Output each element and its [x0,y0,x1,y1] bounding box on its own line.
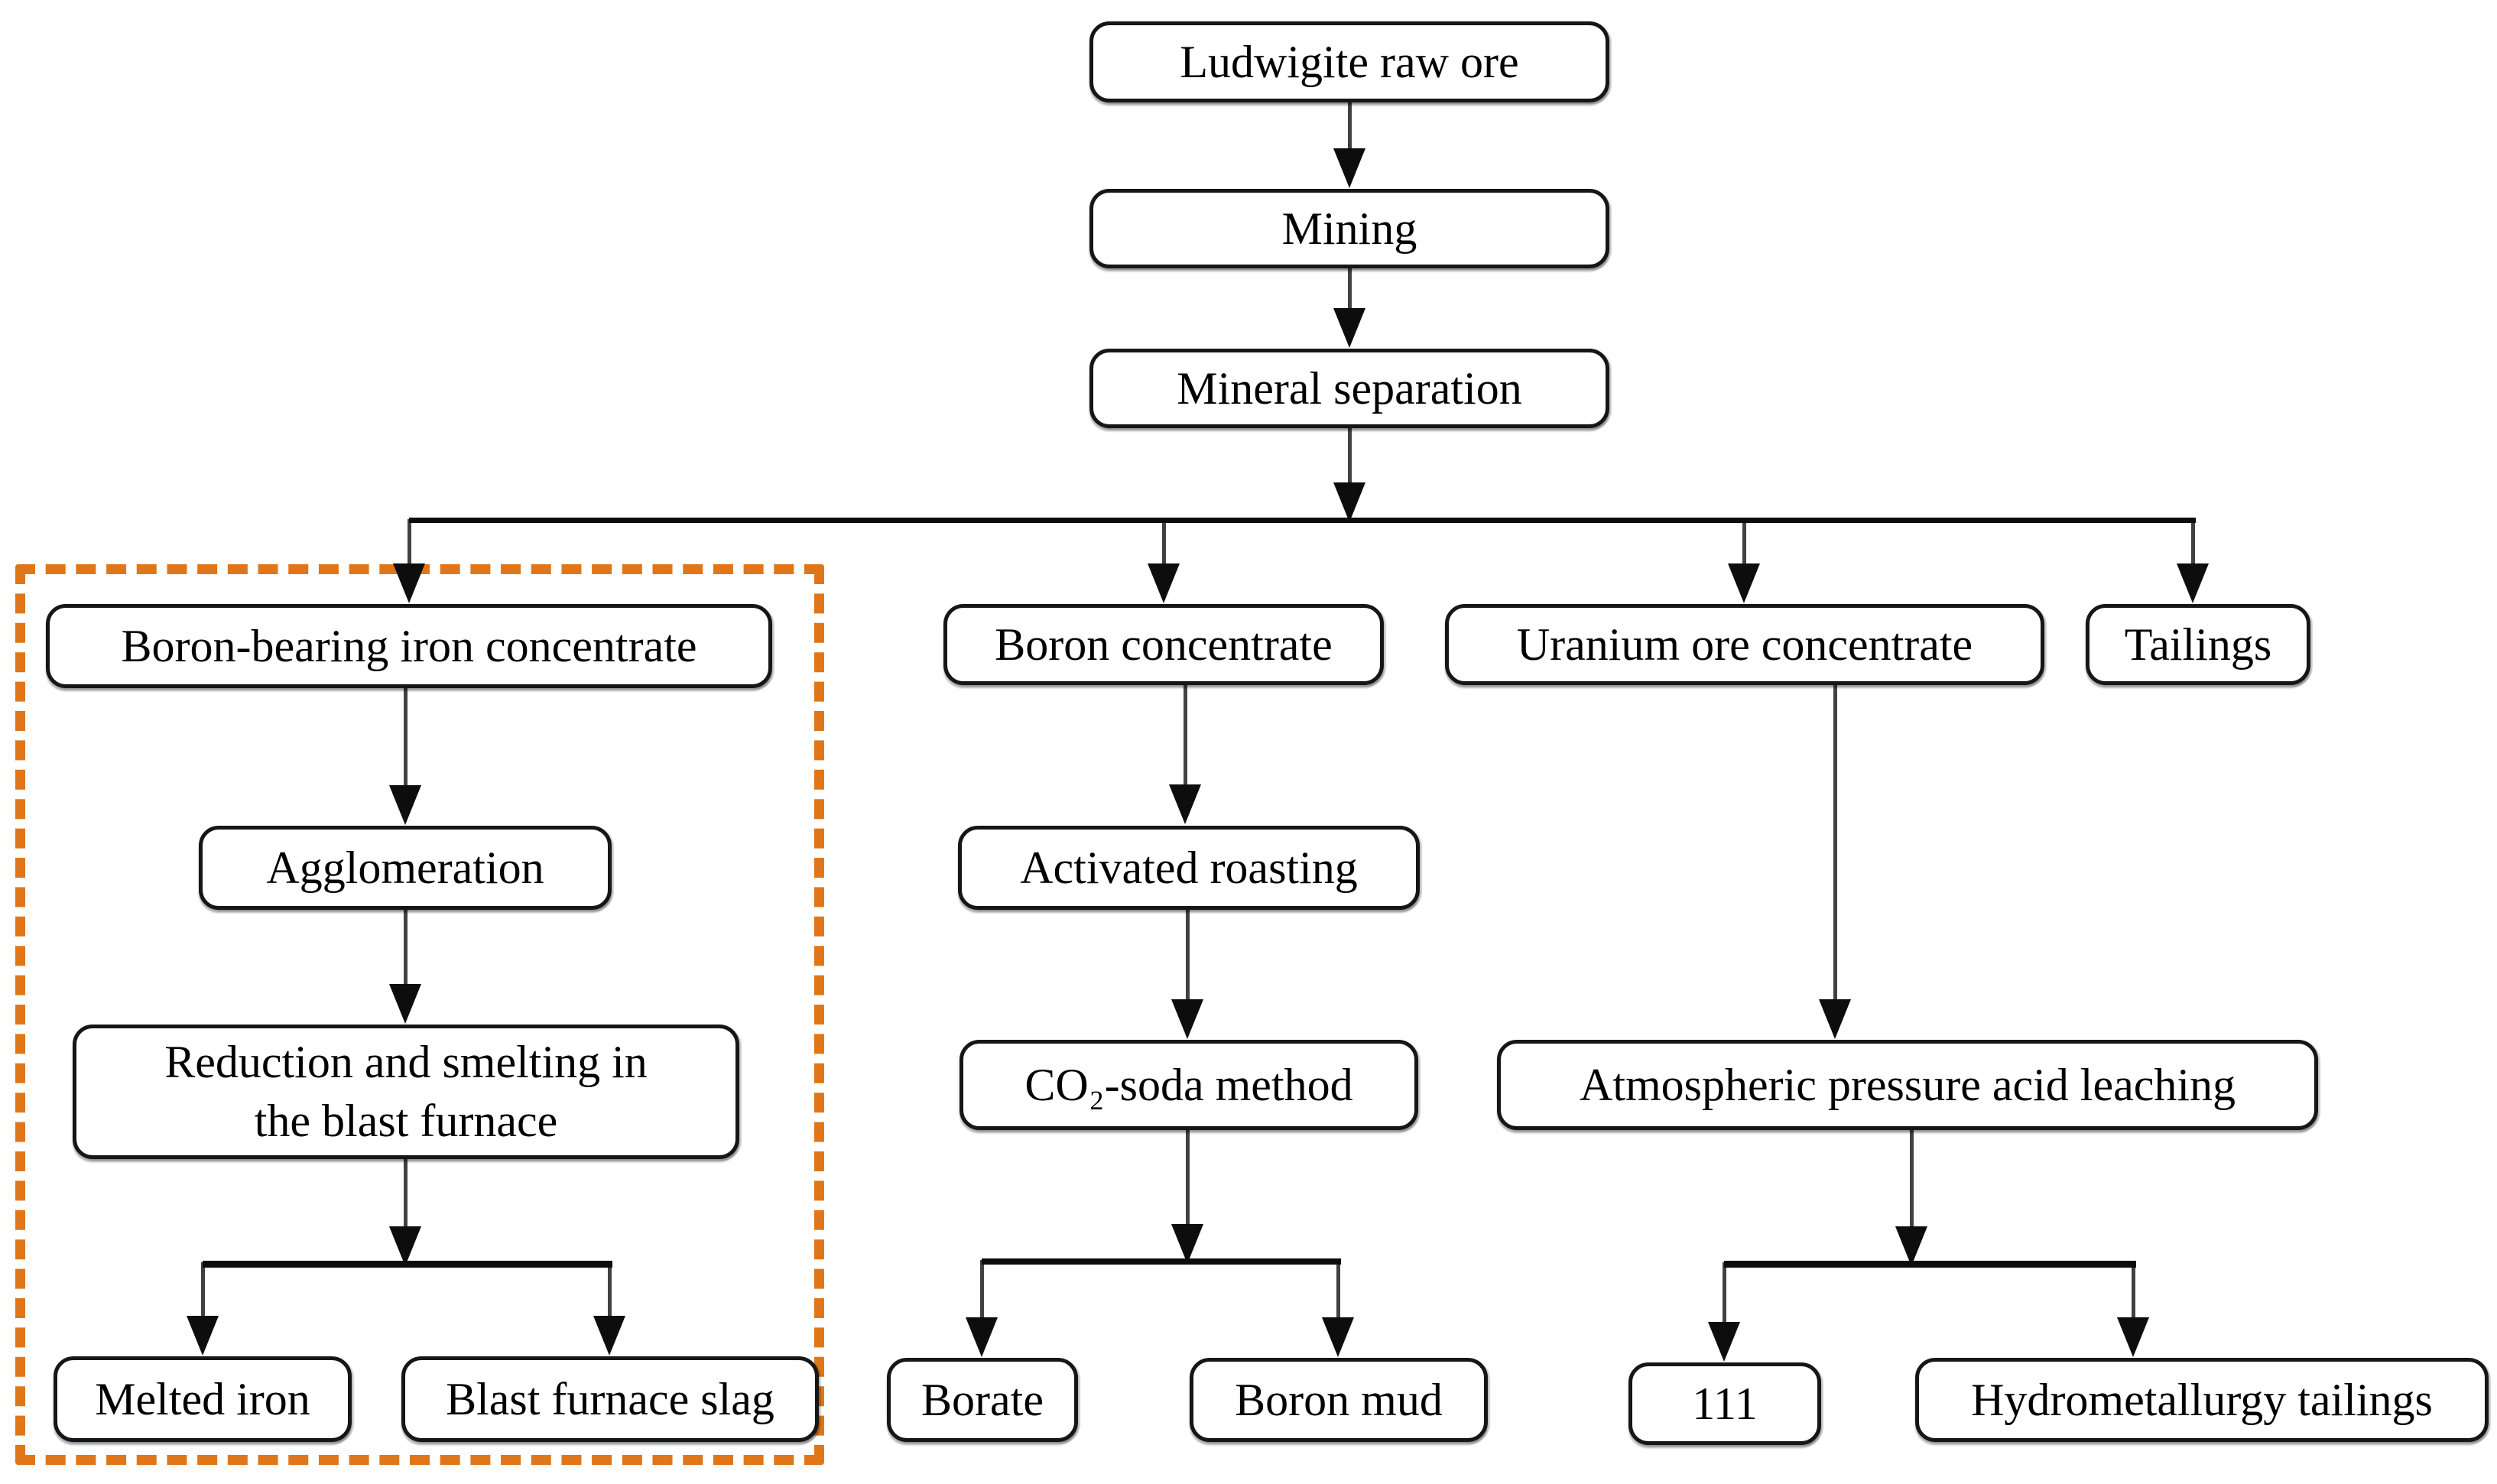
edge-line [404,1159,408,1236]
node-co2-soda-method: CO₂-soda method [960,1040,1418,1130]
node-ludwigite-raw-ore: Ludwigite raw ore [1089,21,1609,102]
arrowhead-down-icon [1171,1224,1203,1264]
edge-line [1723,1262,1726,1333]
edge-line [980,1260,984,1329]
edge-line [408,519,411,573]
arrowhead-down-icon [1728,563,1760,603]
arrowhead-down-icon [1895,1226,1927,1266]
arrowhead-down-icon [966,1317,998,1357]
edge-line [409,518,2196,523]
node-boron-bearing-iron-concentrate: Boron-bearing iron concentrate [46,604,772,688]
arrowhead-down-icon [187,1316,219,1356]
arrowhead-down-icon [389,1226,421,1266]
edge-line [982,1258,1341,1265]
arrowhead-down-icon [2117,1317,2149,1357]
edge-line [2191,519,2195,573]
node-boron-concentrate: Boron concentrate [943,604,1384,685]
node-reduction-smelting-blast-furnace: Reduction and smelting in the blast furn… [73,1025,739,1159]
arrowhead-down-icon [389,785,421,825]
node-boron-mud: Boron mud [1190,1358,1488,1442]
node-melted-iron: Melted iron [54,1356,352,1442]
edge-line [2132,1262,2135,1329]
edge-line [1184,685,1187,795]
arrowhead-down-icon [389,984,421,1024]
edge-line [1348,268,1352,319]
edge-line [404,910,408,995]
edge-line [1162,519,1166,573]
edge-line [1186,910,1190,1009]
arrowhead-down-icon [1169,784,1201,824]
arrowhead-down-icon [1708,1322,1740,1362]
node-mineral-separation: Mineral separation [1089,349,1609,428]
node-borate: Borate [887,1358,1078,1442]
arrowhead-down-icon [2177,563,2209,603]
node-blast-furnace-slag: Blast furnace slag [401,1356,819,1442]
arrowhead-down-icon [1333,148,1365,188]
node-tailings: Tailings [2086,604,2310,685]
arrowhead-down-icon [1148,563,1180,603]
edge-line [1724,1261,2136,1268]
arrowhead-down-icon [1819,999,1851,1039]
node-uranium-ore-concentrate: Uranium ore concentrate [1445,604,2044,685]
edge-line [1348,102,1352,159]
node-agglomeration: Agglomeration [199,826,612,910]
node-mining: Mining [1089,189,1609,268]
arrowhead-down-icon [1171,999,1203,1039]
arrowhead-down-icon [1333,482,1365,522]
arrowhead-down-icon [393,563,425,603]
edge-line [1336,1260,1340,1329]
edge-line [1348,428,1352,491]
edge-line [1742,519,1746,573]
node-activated-roasting: Activated roasting [958,826,1420,910]
arrowhead-down-icon [1322,1317,1354,1357]
arrowhead-down-icon [593,1316,625,1356]
edge-line [201,1262,205,1327]
edge-line [404,688,408,797]
node-hydrometallurgy-tailings: Hydrometallurgy tailings [1915,1358,2489,1442]
highlight-region-blast-furnace-route [15,564,824,1465]
node-product-111: 111 [1628,1362,1821,1445]
node-atmospheric-pressure-acid-leaching: Atmospheric pressure acid leaching [1497,1040,2318,1130]
arrowhead-down-icon [1333,308,1365,348]
edge-line [608,1262,612,1327]
edge-line [1833,685,1837,1009]
edge-line [1186,1130,1190,1232]
edge-line [1910,1130,1914,1236]
